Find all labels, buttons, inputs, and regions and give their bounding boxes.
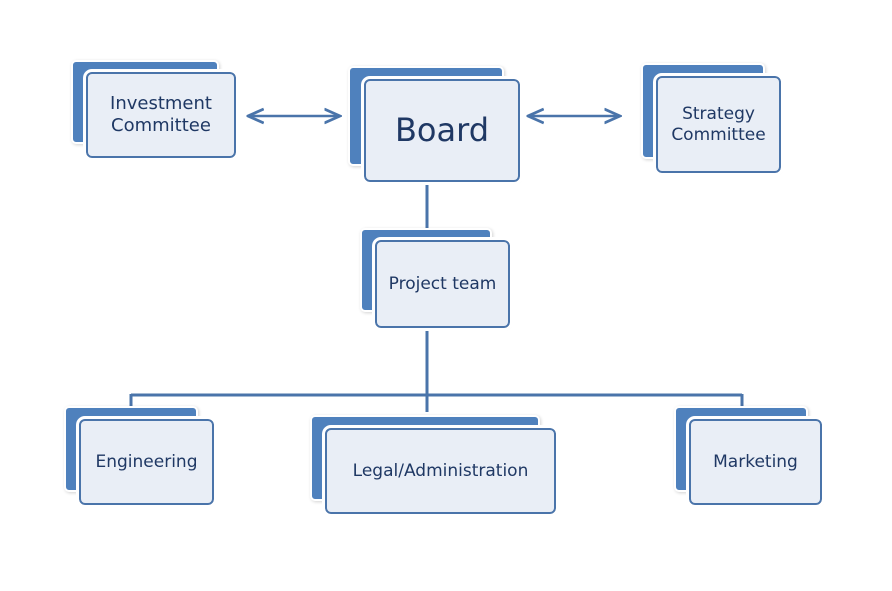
node-label: Marketing (713, 451, 798, 472)
node-label: Board (394, 111, 490, 150)
node-box: Strategy Committee (653, 73, 784, 176)
node-strategy-committee: Strategy Committee (641, 63, 784, 176)
node-label: Project team (388, 273, 497, 294)
node-label: Strategy Committee (671, 104, 766, 145)
node-box: Board (361, 76, 523, 185)
node-box: Legal/Administration (322, 425, 559, 517)
node-box: Engineering (76, 416, 217, 508)
node-label: Legal/Administration (352, 460, 529, 481)
node-marketing: Marketing (674, 406, 826, 508)
node-box: Project team (372, 237, 513, 331)
node-board: Board (348, 66, 523, 185)
node-box: Investment Committee (83, 69, 239, 161)
node-engineering: Engineering (64, 406, 218, 508)
node-investment-committee: Investment Committee (71, 60, 241, 161)
node-legal-administration: Legal/Administration (310, 415, 560, 517)
node-project-team: Project team (360, 228, 513, 331)
node-label: Investment Committee (110, 93, 212, 136)
node-label: Engineering (95, 451, 198, 472)
node-box: Marketing (686, 416, 825, 508)
edge-project-team-departments (129, 326, 744, 412)
